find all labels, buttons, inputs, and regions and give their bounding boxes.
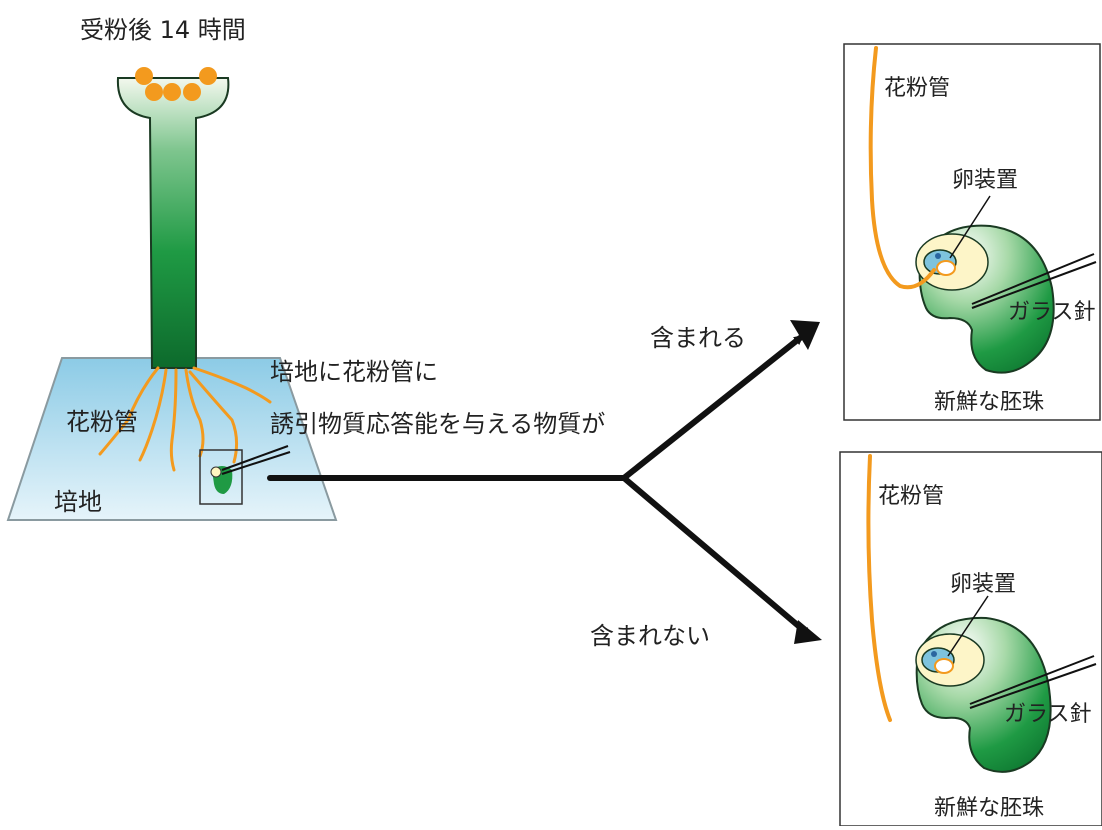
panel-top-ovule-label: 新鮮な胚珠 xyxy=(934,390,1045,415)
branch-not-included-label: 含まれない xyxy=(590,622,710,650)
panel-bottom-needle-label: ガラス針 xyxy=(1004,702,1092,727)
panel-top-pollen-tube xyxy=(868,46,936,290)
panel-bottom-ovule-label: 新鮮な胚珠 xyxy=(934,796,1045,821)
time-label: 受粉後 14 時間 xyxy=(80,16,246,44)
pollen-grain xyxy=(163,83,181,101)
panel-top-glass-needle xyxy=(971,253,1097,309)
panel-bottom-pollen-tube xyxy=(866,454,892,722)
dish-pollen-tube-label: 花粉管 xyxy=(66,408,138,436)
panel-bottom-leader-line xyxy=(947,595,989,657)
arrow-head-up xyxy=(790,320,820,350)
panel-top-pollen-tube-label: 花粉管 xyxy=(884,76,951,101)
ovule-inset-box xyxy=(199,449,243,505)
small-glass-needle xyxy=(221,445,291,475)
pollen-grain xyxy=(183,83,201,101)
panel-bottom-ovule xyxy=(915,616,1052,773)
panel-top-egg-apparatus-label: 卵装置 xyxy=(952,168,1019,193)
pollen-grain xyxy=(135,67,153,85)
dish-medium-label: 培地 xyxy=(54,488,102,516)
pollen-grain xyxy=(199,67,217,85)
branch-included-label: 含まれる xyxy=(650,324,746,352)
pollen-grain xyxy=(145,83,163,101)
question-line-1: 培地に花粉管に xyxy=(270,358,438,386)
panel-top-leader-line xyxy=(949,195,991,259)
question-line-2: 誘引物質応答能を与える物質が xyxy=(270,410,606,438)
panel-bottom-glass-needle xyxy=(969,655,1097,709)
panel-bottom-pollen-tube-label: 花粉管 xyxy=(878,484,945,509)
panel-bottom-egg-apparatus-label: 卵装置 xyxy=(950,572,1017,597)
arrow-head-down xyxy=(794,620,822,644)
pistil xyxy=(116,67,230,369)
panel-top-needle-label: ガラス針 xyxy=(1008,300,1096,325)
panel-top-ovule xyxy=(915,224,1055,374)
branching-arrow xyxy=(267,334,812,638)
